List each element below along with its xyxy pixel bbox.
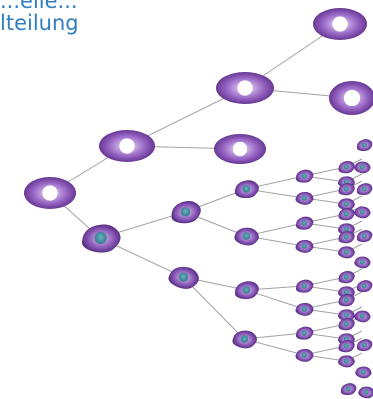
differentiated-cell-nucleus (343, 321, 349, 327)
differentiated-cell-nucleus (343, 211, 349, 217)
differentiated-cell (295, 239, 314, 253)
stem-cell (313, 8, 367, 40)
differentiated-cell (354, 161, 371, 174)
differentiated-cell (338, 182, 355, 196)
differentiated-cell-nucleus (359, 164, 365, 170)
differentiated-cell-nucleus (94, 232, 107, 244)
differentiated-cell (358, 386, 373, 399)
differentiated-cell (338, 246, 355, 259)
differentiated-cell-nucleus (343, 201, 349, 207)
differentiated-cell (295, 302, 314, 316)
differentiated-cell (355, 366, 372, 379)
stem-cell-nucleus (119, 138, 135, 154)
differentiated-cell (295, 169, 314, 183)
stem-cell-nucleus (232, 141, 248, 157)
differentiated-cell (338, 293, 355, 307)
heading-line-2: lteilung (0, 11, 79, 35)
stem-cell-nucleus (42, 185, 58, 201)
differentiated-cell (338, 198, 355, 211)
differentiated-cell-nucleus (301, 352, 308, 358)
differentiated-cell (356, 230, 373, 243)
differentiated-cell (338, 339, 355, 353)
differentiated-cell-nucleus (361, 342, 367, 348)
cells (24, 8, 373, 399)
differentiated-cell (234, 227, 259, 246)
stem-cell-nucleus (237, 80, 253, 96)
differentiated-cell-nucleus (242, 185, 251, 193)
differentiated-cell-nucleus (343, 343, 349, 349)
differentiated-cell-nucleus (345, 386, 351, 392)
stem-cell (24, 177, 76, 209)
differentiated-cell (340, 383, 357, 396)
stem-cell (99, 130, 155, 162)
differentiated-cell-nucleus (178, 272, 189, 282)
differentiated-cell-nucleus (361, 233, 367, 239)
differentiated-cell (234, 281, 259, 300)
differentiated-cell-nucleus (180, 207, 191, 217)
differentiated-cell-nucleus (363, 389, 369, 395)
differentiated-cell-nucleus (301, 330, 308, 336)
differentiated-cell-nucleus (301, 173, 308, 179)
differentiated-cell (81, 224, 121, 253)
differentiated-cell (354, 206, 371, 219)
differentiated-cell-nucleus (343, 297, 349, 303)
differentiated-cell-nucleus (360, 369, 366, 375)
differentiated-cell-nucleus (343, 358, 349, 364)
differentiated-cell (338, 317, 355, 331)
differentiated-cell (168, 266, 199, 289)
heading: ...elle... lteilung (0, 0, 373, 44)
differentiated-cell (171, 201, 201, 224)
differentiated-cell-nucleus (240, 335, 249, 343)
differentiated-cell (295, 279, 314, 293)
differentiated-cell (295, 191, 314, 205)
differentiated-cell-nucleus (359, 259, 365, 265)
differentiated-cell-nucleus (301, 283, 308, 289)
differentiated-cell (356, 183, 373, 196)
differentiated-cell-nucleus (359, 313, 365, 319)
stem-cell (216, 72, 274, 104)
differentiated-cell-nucleus (343, 234, 349, 240)
differentiated-cell-nucleus (361, 283, 367, 289)
differentiated-cell (295, 216, 314, 230)
differentiated-cell (356, 139, 373, 152)
differentiated-cell-nucleus (359, 209, 365, 215)
differentiated-cell-nucleus (343, 164, 349, 170)
differentiated-cell-nucleus (343, 289, 349, 295)
stem-cell (214, 134, 266, 164)
differentiated-cell (338, 160, 355, 174)
differentiated-cell (234, 180, 259, 199)
differentiated-cell-nucleus (343, 312, 349, 318)
differentiated-cell-nucleus (343, 249, 349, 255)
differentiated-cell-nucleus (301, 220, 308, 226)
differentiated-cell (295, 326, 314, 340)
differentiated-cell (356, 280, 373, 293)
differentiated-cell-nucleus (343, 274, 349, 280)
differentiated-cell-nucleus (361, 142, 367, 148)
differentiated-cell (338, 270, 355, 284)
differentiated-cell-nucleus (343, 226, 349, 232)
differentiated-cell-nucleus (361, 186, 367, 192)
stem-cell-nucleus (343, 89, 361, 107)
differentiated-cell-nucleus (242, 232, 251, 240)
differentiated-cell-nucleus (343, 186, 349, 192)
connector-line (182, 276, 245, 340)
differentiated-cell (338, 355, 355, 368)
heading-line-1: ...elle... (0, 0, 78, 13)
connector-lines (49, 23, 363, 362)
differentiated-cell (338, 230, 355, 244)
differentiated-cell (354, 256, 371, 269)
differentiated-cell (354, 310, 371, 323)
differentiated-cell (232, 330, 257, 349)
differentiated-cell-nucleus (242, 286, 251, 294)
differentiated-cell (338, 207, 355, 221)
differentiated-cell (295, 348, 314, 362)
differentiated-cell (356, 339, 373, 352)
stem-cell (329, 81, 373, 115)
differentiated-cell-nucleus (301, 306, 308, 312)
differentiated-cell-nucleus (301, 243, 308, 249)
stem-cell-nucleus (332, 16, 348, 32)
differentiated-cell-nucleus (301, 195, 308, 201)
